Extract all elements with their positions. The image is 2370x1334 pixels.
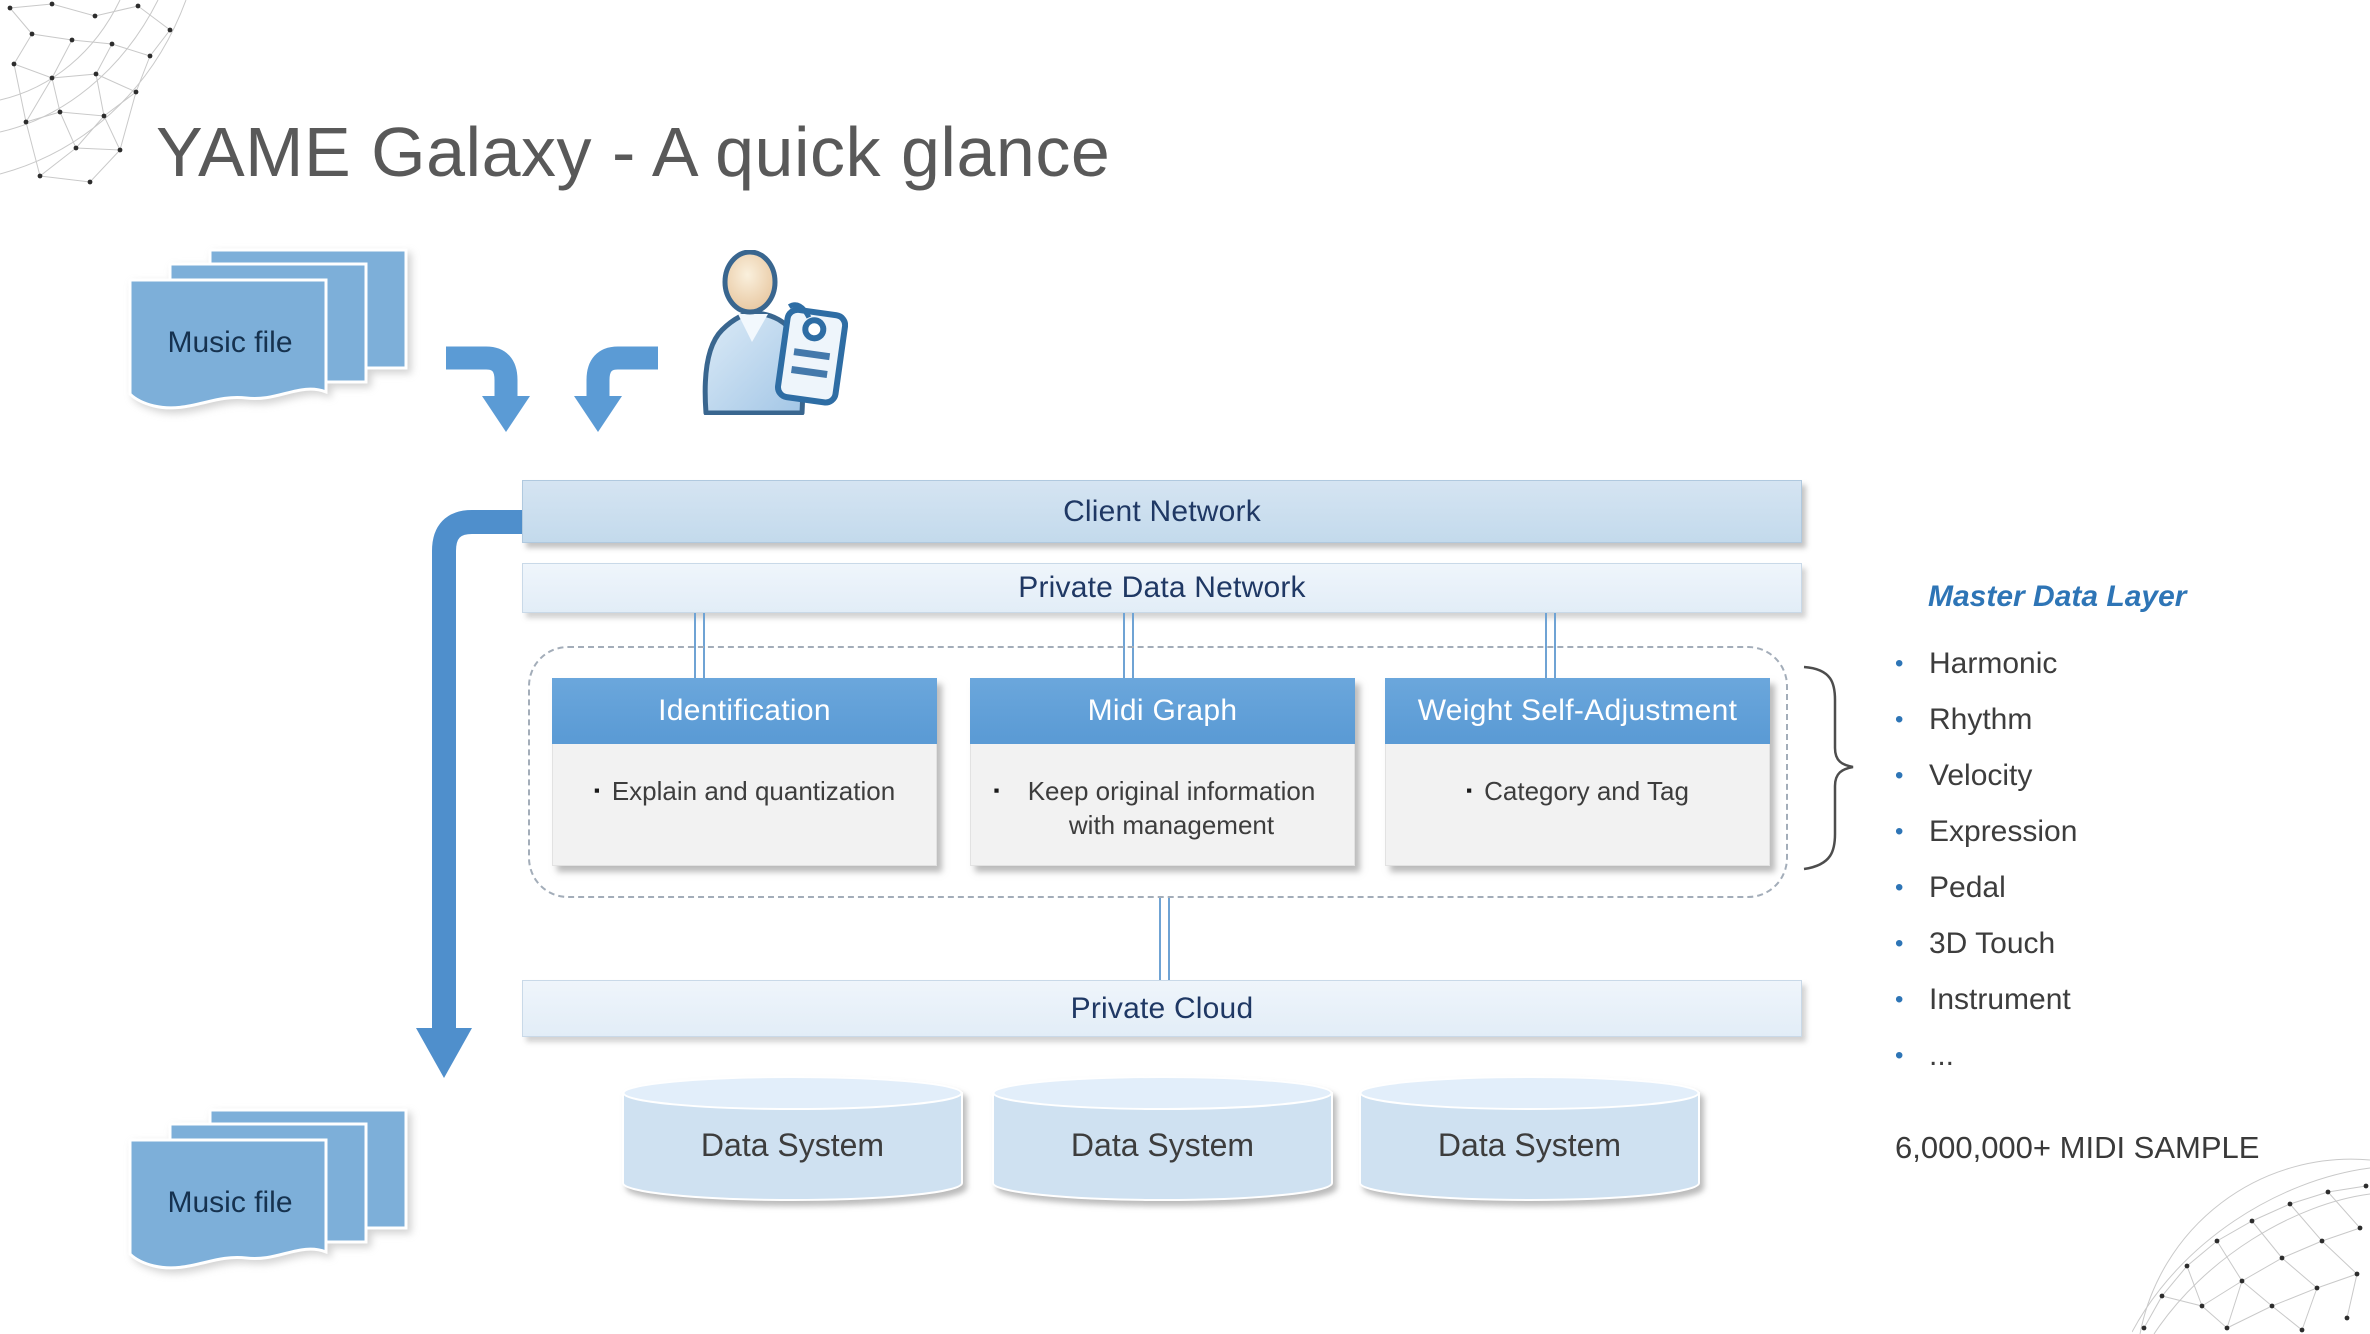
bullet-icon: • bbox=[1895, 874, 1904, 901]
module-header: Weight Self-Adjustment bbox=[1385, 678, 1770, 744]
music-file-label: Music file bbox=[167, 326, 293, 359]
master-item-label: Velocity bbox=[1929, 759, 2033, 792]
bullet-icon: • bbox=[1895, 706, 1904, 733]
list-item: • Velocity bbox=[1895, 748, 2077, 804]
list-item: • Instrument bbox=[1895, 972, 2077, 1028]
private-data-network-label: Private Data Network bbox=[1018, 571, 1306, 604]
square-bullet-icon: ▪ bbox=[1466, 781, 1473, 800]
cylinder-label: Data System bbox=[1070, 1127, 1255, 1163]
bullet-icon: • bbox=[1895, 930, 1904, 957]
cylinder-label: Data System bbox=[1437, 1127, 1622, 1163]
cylinder-label: Data System bbox=[700, 1127, 885, 1163]
square-bullet-icon: ▪ bbox=[593, 781, 600, 800]
module-title: Midi Graph bbox=[1087, 694, 1238, 727]
music-file-stack-bottom: Music file bbox=[128, 1108, 408, 1278]
module-card-identification: Identification ▪ Explain and quantizatio… bbox=[552, 678, 937, 866]
master-data-heading: Master Data Layer bbox=[1928, 580, 2187, 613]
midi-sample-count: 6,000,000+ MIDI SAMPLE bbox=[1895, 1130, 2260, 1165]
connector-pipe bbox=[1159, 898, 1170, 980]
private-cloud-label: Private Cloud bbox=[1070, 991, 1254, 1025]
module-header: Identification bbox=[552, 678, 937, 744]
bullet-icon: • bbox=[1895, 1042, 1904, 1069]
module-title: Identification bbox=[658, 694, 831, 727]
master-item-label: Harmonic bbox=[1929, 647, 2058, 680]
module-title: Weight Self-Adjustment bbox=[1417, 694, 1738, 727]
module-card-weight-self-adjustment: Weight Self-Adjustment ▪ Category and Ta… bbox=[1385, 678, 1770, 866]
module-bullet-text: Keep original information with managemen… bbox=[1027, 776, 1316, 840]
bent-arrow-left-icon bbox=[446, 346, 530, 432]
module-header: Midi Graph bbox=[970, 678, 1355, 744]
music-file-label: Music file bbox=[167, 1186, 293, 1219]
master-item-label: Rhythm bbox=[1929, 703, 2033, 736]
client-network-bar: Client Network bbox=[522, 480, 1802, 543]
data-system-cylinder: Data System bbox=[620, 1075, 965, 1203]
private-data-network-bar: Private Data Network bbox=[522, 563, 1802, 613]
master-item-label: Expression bbox=[1929, 815, 2078, 848]
module-body: ▪ Explain and quantization bbox=[552, 744, 937, 866]
bullet-icon: • bbox=[1895, 650, 1904, 677]
bullet-icon: • bbox=[1895, 818, 1904, 845]
module-body: ▪ Keep original information with managem… bbox=[970, 744, 1355, 866]
master-item-label: 3D Touch bbox=[1929, 927, 2056, 960]
bullet-icon: • bbox=[1895, 762, 1904, 789]
client-network-label: Client Network bbox=[1063, 494, 1261, 528]
network-globe-decoration-bottomright bbox=[2132, 1158, 2370, 1334]
module-bullet-text: Category and Tag bbox=[1484, 776, 1689, 806]
master-data-list: • Harmonic • Rhythm • Velocity • Express… bbox=[1895, 636, 2077, 1084]
person-tag-icon bbox=[702, 250, 848, 415]
module-bullet-text: Explain and quantization bbox=[611, 776, 896, 806]
square-bullet-icon: ▪ bbox=[993, 781, 1000, 800]
module-body: ▪ Category and Tag bbox=[1385, 744, 1770, 866]
network-globe-decoration-topleft bbox=[0, 0, 187, 185]
elbow-arrow-icon bbox=[416, 510, 532, 1078]
cylinder-icon bbox=[622, 1076, 963, 1202]
private-cloud-bar: Private Cloud bbox=[522, 980, 1802, 1037]
music-file-icon bbox=[128, 248, 408, 410]
list-item: • 3D Touch bbox=[1895, 916, 2077, 972]
list-item: • Harmonic bbox=[1895, 636, 2077, 692]
list-item: • Expression bbox=[1895, 804, 2077, 860]
list-item: • ... bbox=[1895, 1028, 2077, 1084]
data-system-cylinder: Data System bbox=[990, 1075, 1335, 1203]
list-item: • Pedal bbox=[1895, 860, 2077, 916]
brace-icon bbox=[1803, 665, 1854, 871]
modules-container bbox=[528, 646, 1788, 898]
master-item-label: Instrument bbox=[1929, 983, 2071, 1016]
master-item-label: Pedal bbox=[1929, 871, 2006, 904]
cylinder-icon bbox=[1359, 1076, 1700, 1202]
cylinder-icon bbox=[992, 1076, 1333, 1202]
bent-arrow-right-icon bbox=[574, 346, 658, 432]
page-title: YAME Galaxy - A quick glance bbox=[156, 113, 1111, 191]
list-item: • Rhythm bbox=[1895, 692, 2077, 748]
music-file-icon bbox=[128, 1108, 408, 1270]
bullet-icon: • bbox=[1895, 986, 1904, 1013]
module-card-midi-graph: Midi Graph ▪ Keep original information w… bbox=[970, 678, 1355, 866]
data-system-cylinder: Data System bbox=[1357, 1075, 1702, 1203]
master-item-label: ... bbox=[1929, 1039, 1955, 1072]
music-file-stack-top: Music file bbox=[128, 248, 408, 418]
